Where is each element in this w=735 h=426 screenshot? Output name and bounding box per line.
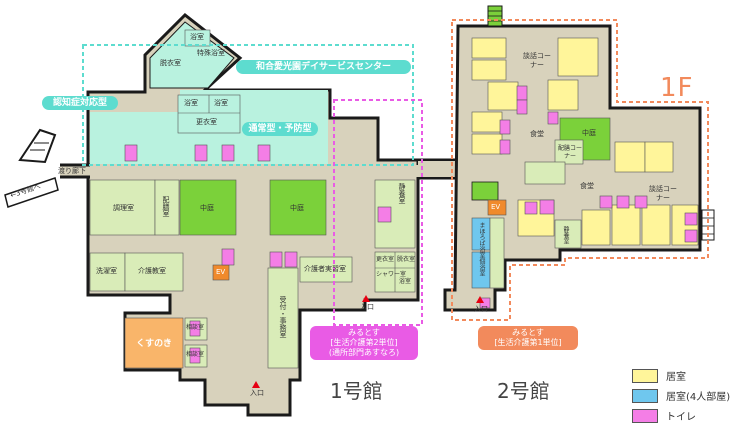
room-bath3: 浴室 — [214, 99, 228, 107]
room-special-bath: 特殊浴室 — [197, 49, 225, 57]
stair-left — [18, 128, 57, 164]
care-classroom — [124, 252, 184, 292]
legend-room4: 居室(4人部屋) — [632, 388, 730, 403]
room-talk2: 談話コーナー — [649, 185, 677, 202]
toilet — [269, 251, 283, 268]
toilet — [189, 347, 201, 364]
mirutosu1-sub: [生活介護第1単位] — [494, 338, 562, 347]
ev-1 — [212, 264, 230, 281]
legend-toilet: トイレ — [632, 408, 696, 423]
entrance2-marker — [362, 295, 370, 302]
toilet — [257, 144, 271, 162]
entrance3-marker — [476, 296, 484, 303]
bath-wing — [149, 21, 235, 89]
zone-mirutosu-1 — [451, 19, 709, 321]
room-serving: 配膳室 — [162, 196, 170, 217]
room-changing3: 更衣室 — [376, 256, 395, 263]
room-courtyard3: 中庭 — [582, 129, 596, 137]
room-care-class: 介護教室 — [138, 267, 166, 275]
entrance1-label: 入口 — [250, 389, 264, 397]
building1-name: 1号館 — [330, 379, 383, 403]
room-courtyard1: 中庭 — [200, 204, 214, 212]
room-mahoroba: まほろば浴室 — [478, 222, 485, 258]
entrance1-marker — [252, 381, 260, 388]
toilets-building2 — [479, 85, 698, 309]
room-bath1: 浴室 — [190, 33, 204, 41]
room-kitchen: 調理室 — [113, 204, 134, 212]
dementia-tag: 認知症対応型 — [42, 96, 118, 110]
serving-room — [154, 179, 180, 236]
corridor-label: 渡り廊下 — [58, 167, 86, 175]
center-name-tag: 和合愛光園デイサービスセンター — [236, 60, 411, 74]
mirutosu2-tag: みるとす [生活介護第2単位] (通所部門あすなろ) — [310, 326, 418, 360]
serving-corner — [554, 139, 584, 165]
courtyard-1 — [179, 179, 237, 236]
room-shower: シャワー室 — [376, 271, 407, 278]
room-dining2: 食堂 — [580, 182, 594, 190]
legend-room4-swatch — [632, 388, 658, 403]
building2-name: 2号館 — [497, 379, 550, 403]
legend-room-label: 居室 — [666, 372, 686, 383]
room-changing1: 脱衣室 — [160, 59, 181, 67]
legend-toilet-swatch — [632, 408, 658, 423]
room-bath2: 浴室 — [184, 99, 198, 107]
mirutosu2-sub2: (通所部門あすなろ) — [328, 348, 400, 357]
ev1-label: EV — [216, 268, 226, 276]
rooms-building2 — [471, 37, 699, 246]
regular-tag: 通常型・予防型 — [242, 122, 318, 136]
room-personal-bath: 個浴室 — [478, 258, 485, 276]
room-quiet2: 静養室 — [562, 226, 569, 244]
toilet — [189, 320, 201, 337]
kusunoki-label: くすのき — [130, 337, 178, 351]
room-bath4: 浴室 — [399, 278, 412, 285]
entrance3-label: 入口 — [474, 305, 488, 313]
stair-b2 — [471, 181, 499, 201]
toilet — [221, 248, 235, 266]
floor-label: 1F — [660, 73, 694, 103]
toilet — [284, 251, 298, 268]
room-quiet1: 静養室 — [398, 183, 406, 204]
room-reception: 受付・事務室 — [279, 296, 287, 338]
mirutosu1-tag: みるとす [生活介護第1単位] — [478, 326, 578, 350]
legend-room-swatch — [632, 368, 658, 383]
room-changing4: 脱衣室 — [397, 256, 416, 263]
ev-2 — [487, 199, 507, 216]
toilet — [221, 144, 235, 162]
to-building3-arrow — [4, 177, 59, 208]
legend-room: 居室 — [632, 368, 686, 383]
reception — [267, 267, 299, 369]
room-talk1: 談話コーナー — [523, 52, 551, 69]
room-courtyard2: 中庭 — [290, 204, 304, 212]
toilet — [194, 144, 208, 162]
entrance2-label: 入口 — [360, 303, 374, 311]
legend-room4-label: 居室(4人部屋) — [666, 392, 731, 403]
mirutosu1-title: みるとす — [512, 328, 544, 337]
room-consult2: 相談室 — [186, 351, 205, 358]
quiet-room-2 — [554, 219, 582, 249]
room-care-training: 介護者実習室 — [304, 265, 346, 273]
mirutosu2-title: みるとす — [348, 328, 380, 337]
courtyard-2 — [269, 179, 327, 236]
room-laundry: 洗濯室 — [96, 267, 117, 275]
room-consult1: 相談室 — [186, 324, 205, 331]
room-changing2: 更衣室 — [196, 118, 217, 126]
toilet — [377, 206, 392, 223]
room-serving-corner: 配膳コーナー — [558, 145, 583, 160]
room-dining1: 食堂 — [530, 130, 544, 138]
zone-mirutosu-2 — [333, 99, 423, 326]
ev2-label: EV — [491, 203, 501, 211]
toilet — [124, 144, 138, 162]
care-training-room — [299, 256, 353, 283]
mirutosu2-sub: [生活介護第2単位] — [330, 338, 398, 347]
legend-toilet-label: トイレ — [666, 412, 696, 423]
